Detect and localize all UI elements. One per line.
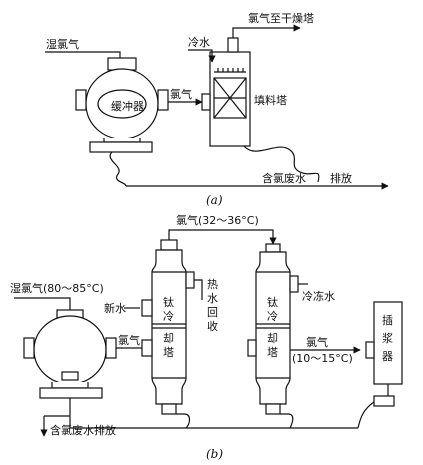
- label-to-dryer: 氯气至干燥塔: [248, 11, 314, 25]
- diagram-b: [14, 229, 403, 437]
- tower2-char-3: 却: [267, 332, 278, 345]
- label-chlorine-right: 氯气: [306, 335, 328, 349]
- tower1-drain-hose: [176, 413, 191, 429]
- tower2-drain-hose: [280, 413, 294, 429]
- slurry-char-1: 插: [382, 313, 393, 327]
- packed-tower: [201, 37, 251, 147]
- hot-water-line: [194, 279, 203, 300]
- titanium-cooling-tower-1: [141, 239, 195, 415]
- hot-water-char-4: 收: [207, 319, 218, 333]
- diagram-a-labels: 湿氯气 缓冲器 氯气 冷水 氯气至干燥塔 填料塔 含氯废水 排放 (a): [46, 11, 352, 207]
- label-discharge: 排放: [330, 171, 352, 185]
- slurry-device: [365, 301, 403, 407]
- label-chlorine-temp-top: 氯气(32～36°C): [176, 213, 259, 227]
- buffer-drain-hose: [109, 151, 127, 187]
- titanium-cooling-tower-2: [247, 243, 299, 415]
- label-waste-water: 含氯废水: [262, 171, 306, 185]
- tower2-char-4: 塔: [267, 346, 278, 359]
- tower2-char-2: 冷: [267, 310, 278, 323]
- caption-b: (b): [206, 447, 223, 461]
- label-wet-chlorine-temp: 湿氯气(80～85°C): [10, 281, 104, 295]
- slurry-char-3: 器: [382, 350, 393, 363]
- diagram-a: [45, 24, 389, 190]
- tower-drain-hose: [243, 145, 320, 183]
- tower1-char-3: 却: [163, 332, 174, 345]
- chlorine-top-line: [168, 229, 277, 245]
- label-wet-chlorine: 湿氯气: [46, 37, 79, 51]
- caption-a: (a): [206, 193, 223, 207]
- hot-water-char-1: 热: [207, 278, 218, 291]
- buffer-vessel-b: [23, 309, 117, 399]
- label-waste-discharge: 含氯废水排放: [50, 423, 116, 437]
- to-dryer-line: [232, 24, 301, 38]
- waste-water-line-b: [69, 416, 358, 429]
- label-chlorine-right-temp: (10～15°C): [292, 352, 353, 365]
- hot-water-char-3: 回: [207, 306, 218, 319]
- tower2-char-1: 钛: [267, 295, 278, 309]
- slurry-char-2: 浆: [382, 331, 393, 345]
- diagram-b-labels: 氯气(32～36°C) 湿氯气(80～85°C) 新水 氯气 钛 冷 却 塔 热…: [10, 213, 393, 461]
- cold-water-line: [188, 49, 216, 63]
- tower1-char-4: 塔: [163, 346, 174, 359]
- label-buffer: 缓冲器: [111, 99, 144, 113]
- hot-water-char-2: 水: [207, 292, 218, 305]
- label-cold-water: 冷水: [188, 36, 210, 49]
- label-chlorine-a: 氯气: [170, 87, 192, 101]
- slurry-drain-hose: [357, 401, 375, 429]
- tower1-char-2: 冷: [163, 310, 174, 323]
- buffer-vessel: [75, 57, 169, 153]
- label-chilled-water: 冷冻水: [302, 289, 335, 303]
- tower1-char-1: 钛: [163, 295, 174, 309]
- label-fresh-water: 新水: [104, 301, 126, 315]
- label-chlorine-left: 氯气: [118, 333, 140, 347]
- label-packed-tower: 填料塔: [254, 93, 287, 107]
